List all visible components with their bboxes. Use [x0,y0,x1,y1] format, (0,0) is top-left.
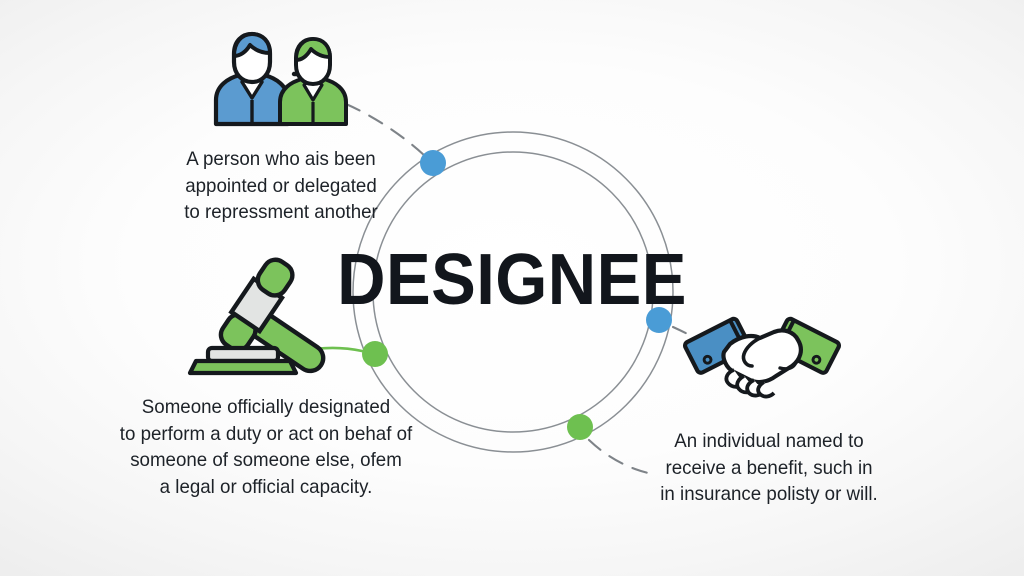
description-line: Someone officially designated [141,396,391,418]
outer-ring [352,131,674,453]
description-line: to repressment another [184,201,378,224]
description-line: An individual named to [674,430,864,452]
description-bottom-left: Someone officially designated to perform… [114,394,417,500]
page-title: DESIGNEE [337,240,687,320]
connector-top-left [344,102,427,158]
ring-group [352,131,674,453]
person-blue-icon [213,31,291,127]
connector-bottom-right [587,438,650,475]
gavel-icon [187,257,326,376]
description-line: someone of someone else, ofem [130,449,402,472]
description-line: receive a benefit, such in [665,456,873,479]
description-line: A person who ais been [186,148,376,170]
node-dots [362,150,672,440]
description-line: appointed or delegated [185,174,377,197]
gavel-sound-block [187,345,299,376]
description-bottom-right: An individual named to receive a benefit… [639,428,898,508]
inner-ring [372,151,654,433]
description-top-left: A person who ais been appointed or deleg… [155,146,407,226]
description-line: in insurance polisty or will. [660,483,878,506]
node-left-green[interactable] [362,341,388,367]
node-right-blue[interactable] [646,307,672,333]
description-line: a legal or official capacity. [159,475,373,498]
handshake-icon [682,316,842,399]
gavel-head-right [255,257,295,298]
node-bottom-green[interactable] [567,414,593,440]
description-line: to perform a duty or act on behaf of [119,422,413,445]
node-top-blue[interactable] [420,150,446,176]
person-green-icon [278,37,348,126]
two-people-arrow-icon [213,31,348,127]
clasped-hands [721,328,803,399]
